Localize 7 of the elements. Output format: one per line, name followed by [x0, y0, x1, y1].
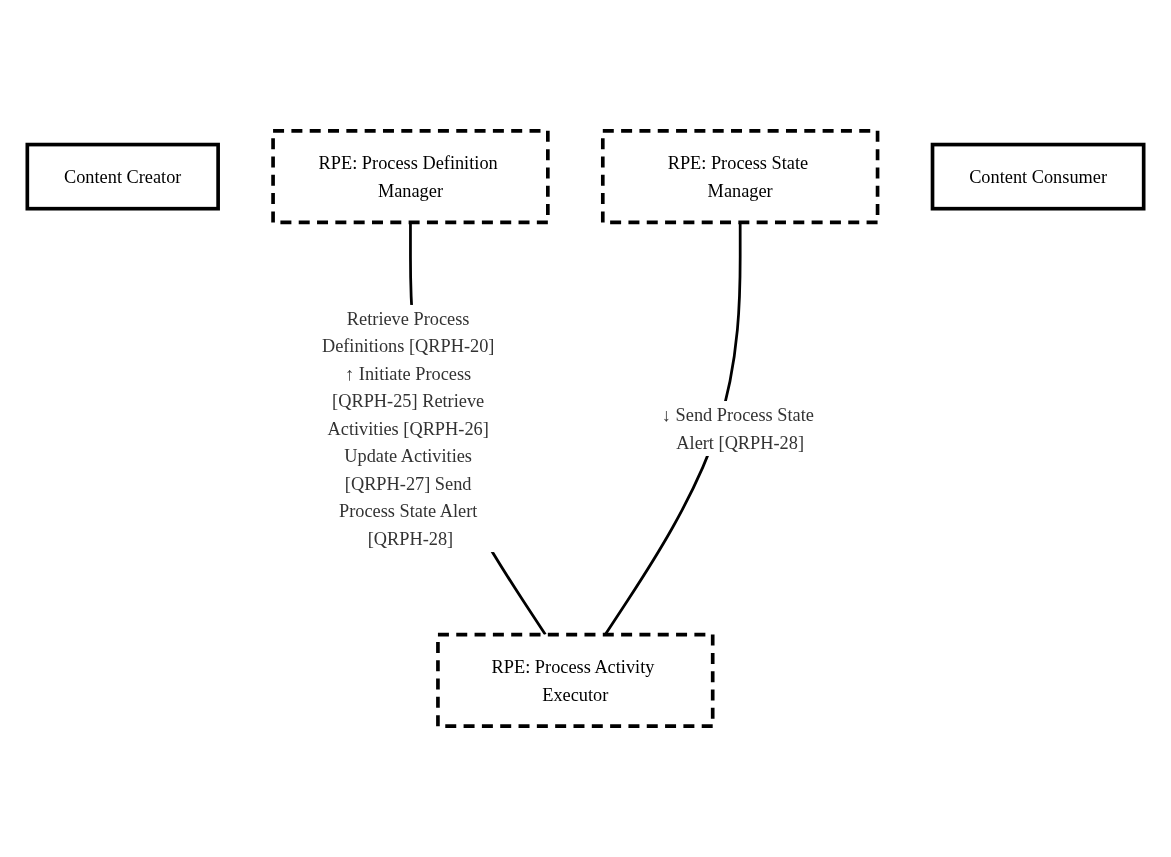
edge-label: ↓ Send Process State Alert [QRPH-28] [661, 404, 814, 453]
node-box: RPE: Process Activity Executor [436, 632, 715, 728]
edge-label: Retrieve Process Definitions [QRPH-20] ↑ Initiate Process [QRPH-25] Retrieve Activities [QRPH-26] Update Activities [QRPH-27] Send Process State Alert [QRPH-28] [321, 308, 495, 549]
node-box: RPE: Process State Manager [600, 129, 880, 225]
node-box: Content Consumer [930, 142, 1146, 211]
node-box: Content Creator [25, 142, 220, 211]
node-box: RPE: Process Definition Manager [271, 129, 550, 225]
